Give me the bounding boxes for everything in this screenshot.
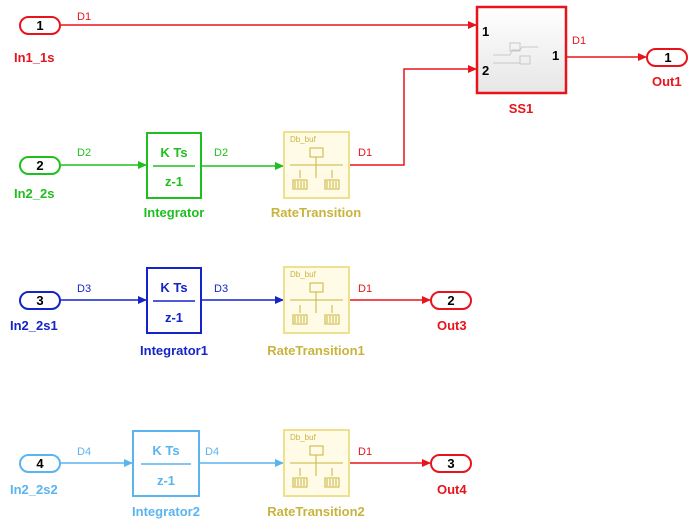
outport-out1-number: 1 bbox=[664, 50, 671, 65]
outport-out3[interactable]: 2 bbox=[430, 291, 472, 310]
inport-in1[interactable]: 1 bbox=[19, 16, 61, 35]
inport-in1-number: 1 bbox=[36, 18, 43, 33]
signal-label-integrator-out: D2 bbox=[214, 147, 228, 159]
inport-in2-2s-label: In2_2s bbox=[14, 186, 54, 201]
outport-out4[interactable]: 3 bbox=[430, 454, 472, 473]
block-rate-transition[interactable]: Db_buf bbox=[283, 131, 350, 199]
inport-in2-2s1[interactable]: 3 bbox=[19, 291, 61, 310]
rt2-buffer-icon bbox=[290, 445, 343, 488]
rt1-buffer-text: Db_buf bbox=[290, 270, 317, 279]
signal-label-rt1-out: D1 bbox=[358, 283, 372, 295]
integrator-denominator: z-1 bbox=[165, 174, 183, 189]
signal-label-integrator2-out: D4 bbox=[205, 446, 219, 458]
subsystem-ss1-label: SS1 bbox=[509, 101, 534, 116]
inport-in2-2s1-label: In2_2s1 bbox=[10, 318, 58, 333]
outport-out4-number: 3 bbox=[447, 456, 454, 471]
block-rate-transition2[interactable]: Db_buf bbox=[283, 429, 350, 497]
inport-in1-label: In1_1s bbox=[14, 50, 54, 65]
ss1-preview-icon bbox=[493, 42, 538, 65]
signal-line-rt-to-ss1[interactable] bbox=[350, 65, 477, 166]
integrator2-denominator: z-1 bbox=[157, 473, 175, 488]
block-integrator[interactable]: K Ts z-1 bbox=[146, 132, 202, 199]
integrator1-denominator: z-1 bbox=[165, 310, 183, 325]
block-rate-transition2-label: RateTransition2 bbox=[267, 504, 365, 519]
integrator-numerator: K Ts bbox=[160, 145, 187, 160]
signal-label-in3: D3 bbox=[77, 283, 91, 295]
subsystem-ss1[interactable]: 1 2 1 bbox=[475, 5, 568, 95]
inport-in2-2s[interactable]: 2 bbox=[19, 156, 61, 175]
inport-in2-2s2-label: In2_2s2 bbox=[10, 482, 58, 497]
signal-label-rt2-out: D1 bbox=[358, 446, 372, 458]
inport-in2-2s1-number: 3 bbox=[36, 293, 43, 308]
outport-out1[interactable]: 1 bbox=[646, 48, 688, 67]
signal-label-in2: D2 bbox=[77, 147, 91, 159]
block-integrator1-label: Integrator1 bbox=[140, 343, 208, 358]
ss1-inport-1-label: 1 bbox=[482, 24, 489, 39]
integrator1-numerator: K Ts bbox=[160, 280, 187, 295]
block-integrator2[interactable]: K Ts z-1 bbox=[132, 430, 200, 497]
signal-label-ss1-out: D1 bbox=[572, 35, 586, 47]
signal-label-in4: D4 bbox=[77, 446, 91, 458]
inport-in2-2s2[interactable]: 4 bbox=[19, 454, 61, 473]
block-rate-transition-label: RateTransition bbox=[271, 205, 361, 220]
signal-label-rt-out: D1 bbox=[358, 147, 372, 159]
integrator2-numerator: K Ts bbox=[152, 443, 179, 458]
outport-out1-label: Out1 bbox=[652, 74, 682, 89]
inport-in2-2s-number: 2 bbox=[36, 158, 43, 173]
block-rate-transition1-label: RateTransition1 bbox=[267, 343, 365, 358]
signal-label-in1: D1 bbox=[77, 11, 91, 23]
rt1-buffer-icon bbox=[290, 282, 343, 325]
outport-out3-number: 2 bbox=[447, 293, 454, 308]
outport-out4-label: Out4 bbox=[437, 482, 467, 497]
ss1-inport-2-label: 2 bbox=[482, 63, 489, 78]
rt-buffer-icon bbox=[290, 147, 343, 190]
rt2-buffer-text: Db_buf bbox=[290, 433, 317, 442]
block-rate-transition1[interactable]: Db_buf bbox=[283, 266, 350, 334]
block-integrator-label: Integrator bbox=[144, 205, 205, 220]
outport-out3-label: Out3 bbox=[437, 318, 467, 333]
block-integrator1[interactable]: K Ts z-1 bbox=[146, 267, 202, 334]
block-integrator2-label: Integrator2 bbox=[132, 504, 200, 519]
rt-buffer-text: Db_buf bbox=[290, 135, 317, 144]
inport-in2-2s2-number: 4 bbox=[36, 456, 44, 471]
ss1-outport-1-label: 1 bbox=[552, 48, 559, 63]
signal-label-integrator1-out: D3 bbox=[214, 283, 228, 295]
